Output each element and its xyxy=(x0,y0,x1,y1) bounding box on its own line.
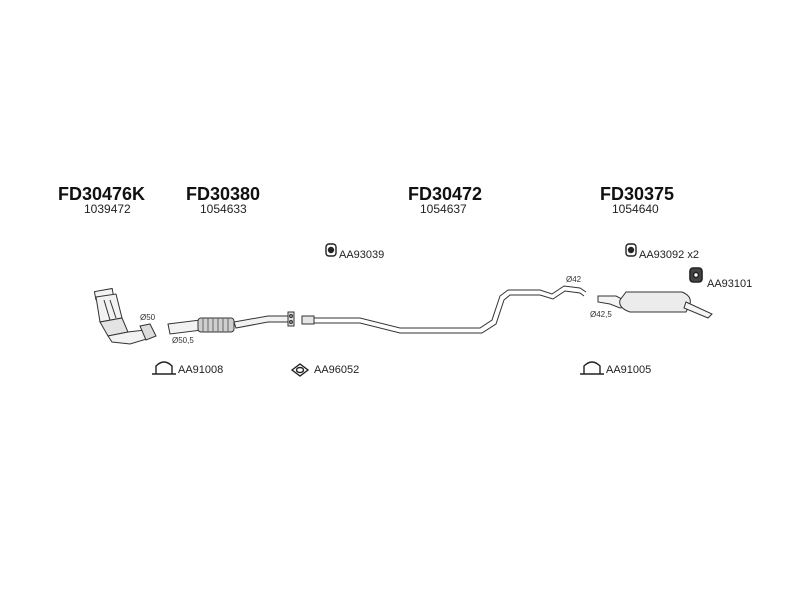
u-clamp-icon-aa91008 xyxy=(152,361,176,375)
u-clamp-icon-aa91005 xyxy=(580,361,604,375)
accessory-label-aa91005: AA91005 xyxy=(606,364,652,376)
accessory-label-aa91008: AA91008 xyxy=(178,364,224,376)
front-pipe xyxy=(167,311,295,335)
part-code-middle: FD30472 xyxy=(408,184,483,204)
middle-pipe xyxy=(301,285,587,334)
accessory-label-aa93092: AA93092 x2 xyxy=(639,249,699,261)
accessory-label-aa93039: AA93039 xyxy=(339,249,385,261)
clamp-icon-aa93092 xyxy=(625,243,637,257)
rear-silencer xyxy=(597,291,713,319)
part-code-rear: FD30375 xyxy=(600,184,675,204)
part-oe-middle: 1054637 xyxy=(420,202,467,216)
part-oe-rear: 1054640 xyxy=(612,202,659,216)
part-oe-front: 1054633 xyxy=(200,202,247,216)
dimension-label-d50: Ø50 xyxy=(140,313,156,322)
clamp-icon-aa93039 xyxy=(325,243,337,257)
dimension-label-d42: Ø42 xyxy=(566,275,582,284)
dimension-label-d50-5: Ø50,5 xyxy=(172,336,194,345)
part-code-cat: FD30476K xyxy=(58,184,146,204)
accessory-label-aa96052: AA96052 xyxy=(314,364,360,376)
part-oe-cat: 1039472 xyxy=(84,202,131,216)
catalytic-converter xyxy=(93,287,157,345)
gasket-icon-aa96052 xyxy=(290,363,310,377)
hanger-icon-aa93101 xyxy=(689,267,703,283)
accessory-label-aa93101: AA93101 xyxy=(707,278,753,290)
dimension-label-d42-5: Ø42,5 xyxy=(590,310,612,319)
part-code-front: FD30380 xyxy=(186,184,261,204)
